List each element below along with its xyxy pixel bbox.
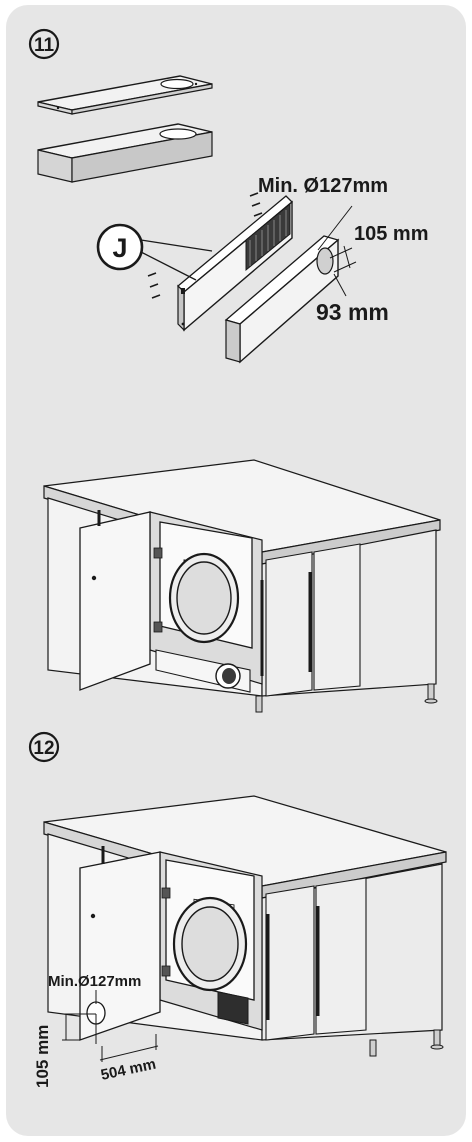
min-diameter-label-12: Min.Ø127mm — [48, 973, 141, 990]
min-diameter-label-11: Min. Ø127mm — [258, 175, 388, 197]
part-j-callout: J — [96, 223, 213, 281]
dimension-93-label-11: 93 mm — [316, 299, 389, 325]
dimension-lines-11 — [317, 205, 357, 297]
dimension-105-label-11: 105 mm — [354, 223, 429, 245]
svg-text:11: 11 — [34, 35, 55, 56]
step-11-badge: 11 — [28, 28, 60, 60]
dimension-105-label-12: 105 mm — [33, 1025, 52, 1088]
top-board-thick — [37, 123, 213, 183]
step-12-badge: 12 — [28, 731, 60, 763]
screws-group — [147, 192, 263, 299]
cabinet-step-11 — [43, 459, 441, 713]
svg-text:12: 12 — [33, 738, 54, 759]
front-plinth-board — [224, 235, 340, 364]
vent-back-panel — [177, 195, 293, 332]
top-plate-thin — [37, 75, 213, 115]
dimension-lines-12 — [62, 990, 159, 1062]
dimension-504-label-12: 504 mm — [99, 1056, 157, 1084]
cabinet-step-12 — [43, 795, 447, 1057]
svg-text:J: J — [112, 233, 127, 263]
